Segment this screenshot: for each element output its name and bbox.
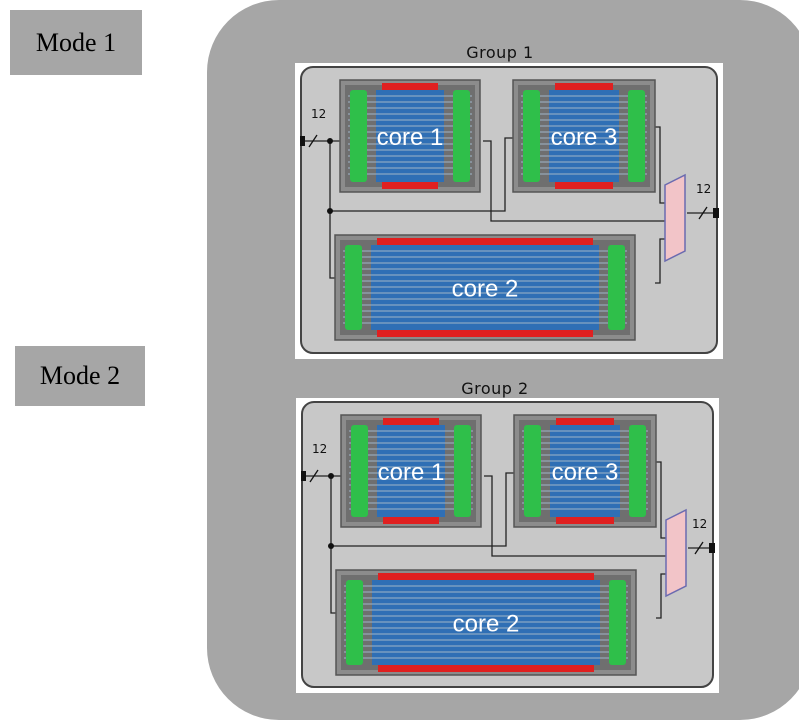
bus-width-in-label: 12 [311,107,326,121]
multiplexer [665,508,687,598]
input-branch-core3 [331,472,514,547]
core-label: core 3 [552,459,619,486]
input-port [301,471,306,481]
group-1-diagram: 12 12 core 1 core 3 core 2 [295,63,723,359]
core-green-bar-right [628,90,645,182]
bus-slash-out [694,541,704,555]
core-red-bar-bottom [383,517,439,524]
group-1-title: Group 1 [466,43,534,62]
core-red-bar-bottom [378,665,594,672]
core-green-bar-left [351,425,368,517]
core-block: core 2 [334,234,636,341]
core-block: core 1 [340,414,482,528]
core-body [376,90,444,182]
junction-dot [327,138,333,144]
core1-output-wire [484,475,666,557]
core-green-bar-left [346,580,363,665]
core-body [550,425,620,517]
core-green-bar-right [453,90,470,182]
core3-output-wire [655,126,665,204]
bus-slash-in [309,469,319,483]
group-1-svg: 12 12 core 1 core 3 core 2 [300,66,719,354]
input-branch-core3 [330,137,513,212]
core-green-bar-left [345,245,362,330]
core-red-bar-top [556,418,614,425]
bus-slash-in [308,134,318,148]
core3-output-wire [656,461,666,539]
bus-slash-out [698,206,708,220]
core-block: core 3 [513,414,657,528]
core-label: core 1 [377,124,444,151]
junction-dot [328,543,334,549]
group-2-svg: 12 12 core 1 core 3 core 2 [301,401,715,688]
core-label: core 2 [452,276,519,303]
core-red-bar-bottom [556,517,614,524]
core-red-bar-bottom [377,330,593,337]
core2-output-wire [656,573,666,619]
core2-output-wire [655,238,665,284]
core-red-bar-top [555,83,613,90]
core-red-bar-top [382,83,438,90]
mode-2-label: Mode 2 [15,346,145,406]
core-block: core 3 [512,79,656,193]
core-label: core 2 [453,611,520,638]
core-green-bar-left [350,90,367,182]
input-branch-core2 [329,141,335,279]
core-red-bar-top [383,418,439,425]
core-block: core 1 [339,79,481,193]
bus-width-out-label: 12 [692,517,707,531]
group-2-title: Group 2 [461,379,529,398]
core-green-bar-right [609,580,626,665]
core-red-bar-top [377,238,593,245]
junction-dot [328,473,334,479]
bus-width-in-label: 12 [312,442,327,456]
core-green-bar-right [608,245,625,330]
core-block: core 2 [335,569,637,676]
core-red-bar-bottom [555,182,613,189]
multiplexer [664,173,686,263]
input-branch-core2 [330,476,336,614]
junction-dot [327,208,333,214]
core-red-bar-top [378,573,594,580]
bus-width-out-label: 12 [696,182,711,196]
mode-1-text: Mode 1 [35,27,117,57]
core-green-bar-left [524,425,541,517]
core-green-bar-right [454,425,471,517]
core-label: core 3 [551,124,618,151]
core-green-bar-right [629,425,646,517]
core-red-bar-bottom [382,182,438,189]
group-2-diagram: 12 12 core 1 core 3 core 2 [296,398,719,693]
core-body [377,425,445,517]
core-body [549,90,619,182]
input-port [300,136,305,146]
core-label: core 1 [378,459,445,486]
mode-1-label: Mode 1 [10,10,142,75]
output-port [713,208,719,218]
mode-2-text: Mode 2 [39,361,121,390]
core1-output-wire [483,140,665,222]
core-green-bar-left [523,90,540,182]
output-port [709,543,715,553]
